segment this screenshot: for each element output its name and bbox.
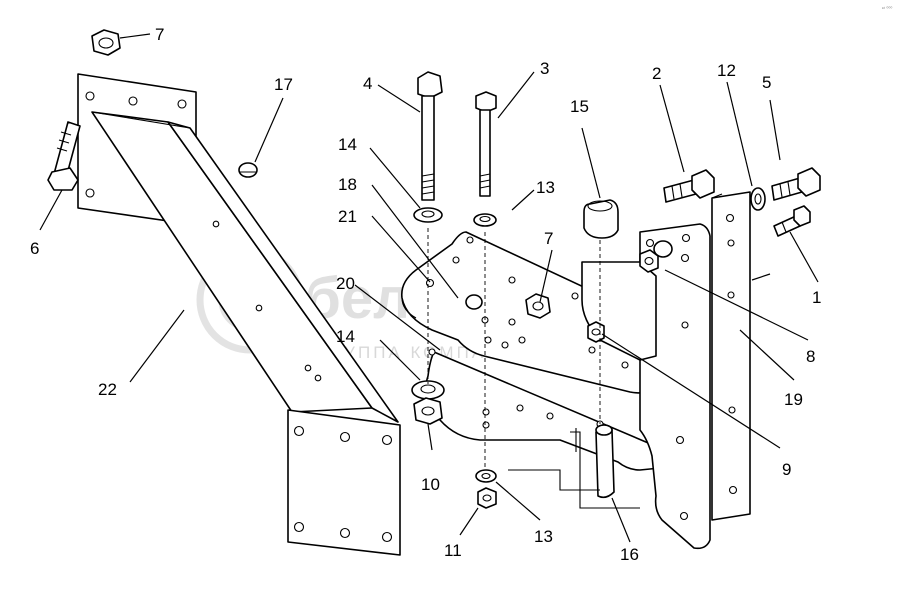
callout-22: 22 [98, 380, 117, 399]
callout-7-top: 7 [155, 25, 164, 44]
leader-lines [39, 33, 819, 543]
washer-13-top [473, 213, 497, 227]
callout-18: 18 [338, 175, 357, 194]
callout-5: 5 [762, 73, 771, 92]
bolt-4 [417, 71, 443, 201]
callout-16: 16 [620, 545, 639, 564]
spacer-15 [583, 199, 619, 239]
nut-10 [413, 397, 443, 425]
beam-part-22 [77, 73, 401, 556]
callout-6: 6 [30, 239, 39, 258]
callout-1: 1 [812, 288, 821, 307]
callout-21: 21 [338, 207, 357, 226]
callout-14-top: 14 [338, 135, 357, 154]
nut-8 [639, 240, 673, 273]
nut-9 [587, 321, 605, 343]
callout-7-bracket: 7 [544, 229, 553, 248]
callout-17: 17 [274, 75, 293, 94]
callout-13-lower: 13 [534, 527, 553, 546]
callout-14-lower: 14 [336, 327, 355, 346]
pin-16 [595, 424, 615, 499]
corner-mark: ᵉᵗ ⁰⁰⁰ [882, 6, 892, 12]
washer-13-lower [475, 469, 497, 483]
callout-10: 10 [421, 475, 440, 494]
long-plate-12 [711, 191, 751, 521]
bolt-3 [475, 91, 497, 197]
bolt-6 [47, 121, 81, 191]
bolt-1 [773, 205, 811, 237]
side-plate-19 [581, 223, 711, 550]
washer-12 [750, 187, 766, 211]
callout-8: 8 [806, 347, 815, 366]
plug-17 [238, 162, 258, 178]
callout-2: 2 [652, 64, 661, 83]
callout-9: 9 [782, 460, 791, 479]
nut-7-bracket [525, 293, 551, 319]
washer-14-top [413, 207, 443, 223]
callout-11: 11 [444, 541, 462, 560]
callout-20: 20 [336, 274, 355, 293]
callout-13-top: 13 [536, 178, 555, 197]
bolt-2 [663, 169, 715, 203]
cap-18 [465, 294, 483, 310]
nut-11 [477, 487, 497, 509]
callout-3: 3 [540, 59, 549, 78]
callout-19: 19 [784, 390, 803, 409]
callout-12: 12 [717, 61, 736, 80]
assembly-lines [427, 228, 640, 509]
bolt-5 [771, 167, 821, 201]
callout-labels: 7 6 17 4 3 14 13 18 21 7 20 14 10 11 13 … [30, 25, 821, 564]
nut-7-top [91, 29, 121, 56]
callout-4: 4 [363, 74, 372, 93]
callout-15: 15 [570, 97, 589, 116]
